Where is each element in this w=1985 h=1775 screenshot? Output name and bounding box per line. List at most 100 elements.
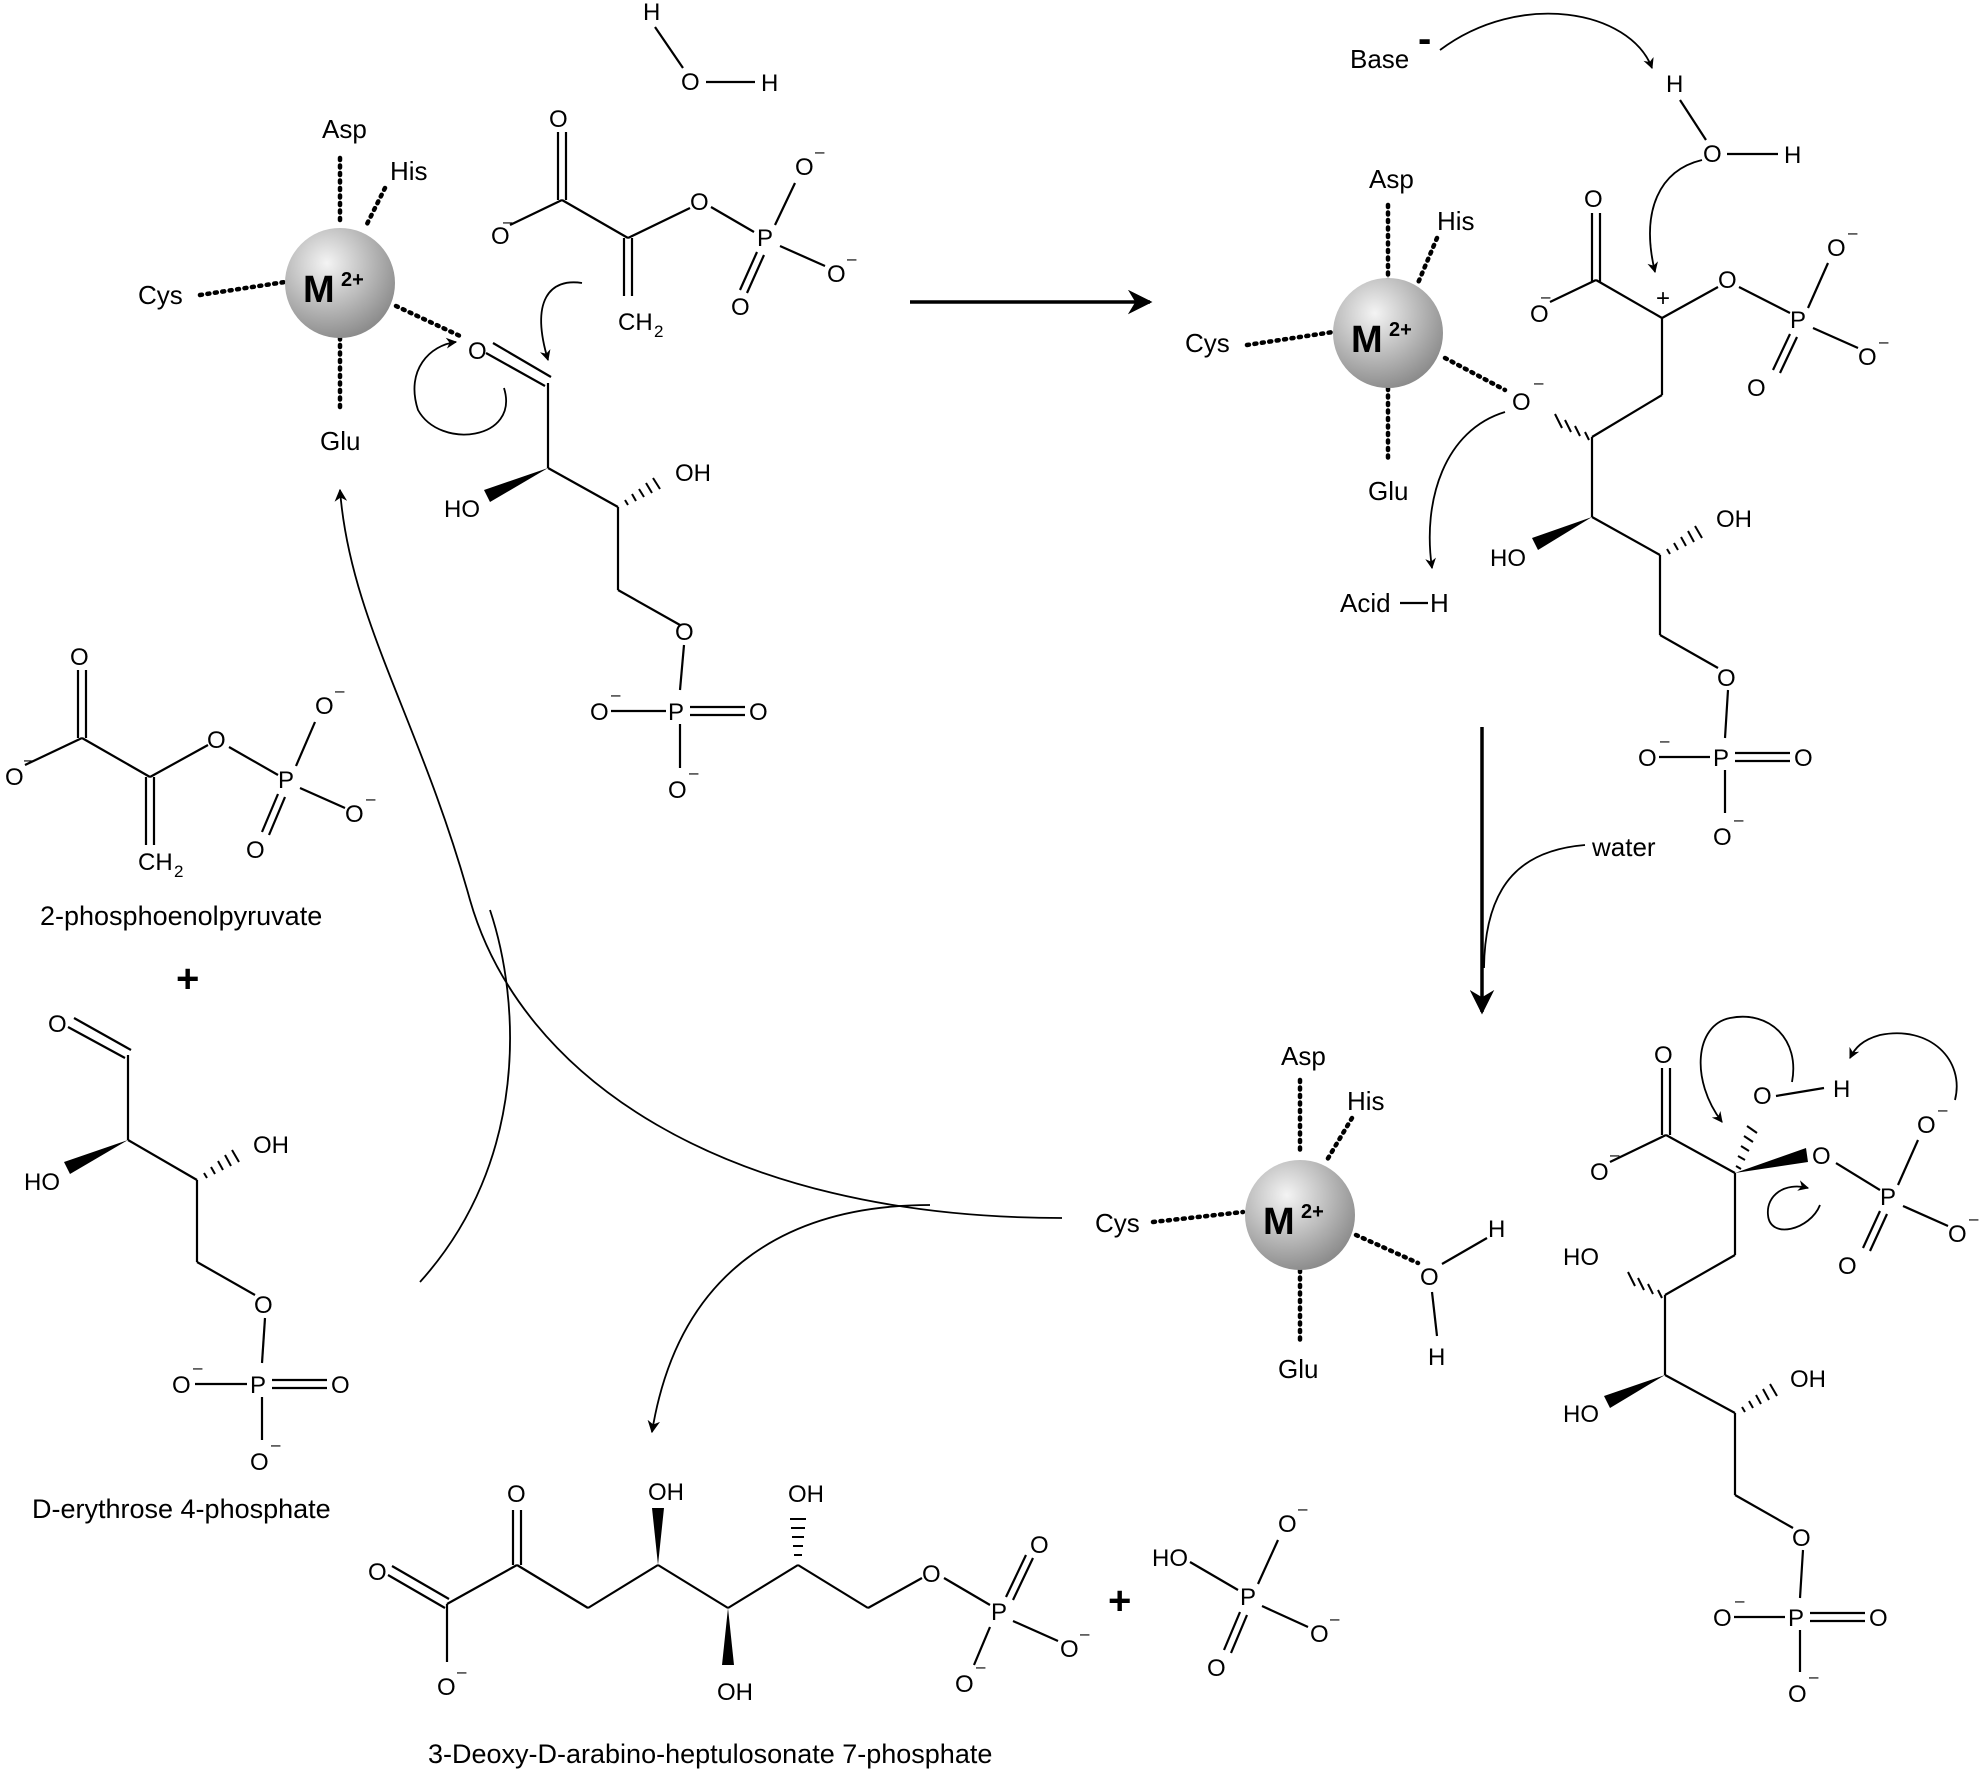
base-deprotonation-arrow: [1439, 12, 1654, 70]
product-plus: +: [1108, 1579, 1131, 1623]
complex-1: M 2+ Asp His Cys Glu: [138, 114, 463, 456]
water-molecule-1: H O H: [643, 0, 778, 97]
his-coordination: [1324, 1115, 1355, 1163]
svg-text:O: O: [681, 69, 700, 96]
svg-text:O: O: [70, 644, 89, 671]
carbonyl-arrow: [413, 337, 507, 436]
metal-carbonyl-coordination: [393, 303, 463, 339]
cys-coordination: [1150, 1209, 1246, 1225]
svg-text:–: –: [24, 750, 34, 769]
svg-text:O: O: [1788, 1681, 1807, 1708]
svg-text:–: –: [1610, 1145, 1620, 1164]
substrate-plus: +: [176, 957, 199, 1001]
water-attack-arrow: [1647, 159, 1703, 274]
svg-text:–: –: [1080, 1624, 1090, 1643]
svg-text:–: –: [689, 763, 699, 782]
svg-text:O: O: [1713, 824, 1732, 851]
svg-text:OH: OH: [648, 1479, 684, 1506]
svg-text:O: O: [590, 699, 609, 726]
svg-text:O: O: [1060, 1636, 1079, 1663]
svg-text:O: O: [1310, 1621, 1329, 1648]
svg-text:O: O: [1713, 1605, 1732, 1632]
svg-text:O: O: [1530, 301, 1549, 328]
svg-text:O: O: [690, 189, 709, 216]
svg-text:His: His: [1437, 206, 1475, 236]
svg-text:–: –: [1879, 332, 1889, 351]
svg-text:CH: CH: [618, 309, 653, 336]
proton-transfer-arrow: [1849, 1032, 1958, 1101]
svg-text:O: O: [1654, 1042, 1673, 1069]
his-coordination: [1415, 235, 1440, 286]
svg-text:His: His: [1347, 1086, 1385, 1116]
svg-text:O: O: [315, 693, 334, 720]
svg-text:H: H: [1666, 71, 1683, 98]
svg-text:M: M: [1351, 319, 1383, 361]
svg-text:–: –: [847, 249, 857, 268]
svg-text:O: O: [345, 801, 364, 828]
svg-text:O: O: [1030, 1532, 1049, 1559]
dahp-product: O O – O OH OH OH O P O O –: [368, 1479, 1090, 1706]
svg-text:+: +: [1656, 285, 1670, 312]
protonation-arrow: [1425, 411, 1506, 570]
e4p-bound: O HO OH O P O – O O –: [444, 338, 768, 804]
svg-text:O: O: [1812, 1143, 1831, 1170]
svg-text:–: –: [815, 142, 825, 161]
svg-text:O: O: [675, 619, 694, 646]
svg-text:O: O: [549, 106, 568, 133]
cys-coordination: [197, 279, 288, 298]
svg-text:O: O: [1207, 1655, 1226, 1682]
svg-text:O: O: [437, 1674, 456, 1701]
e4p-free: O HO OH O P O – O O –: [24, 1011, 350, 1476]
svg-text:P: P: [1713, 745, 1729, 772]
metal-charge: 2+: [341, 269, 364, 291]
svg-text:–: –: [976, 1657, 986, 1676]
his-coordination: [362, 185, 388, 231]
svg-text:Asp: Asp: [1369, 164, 1414, 194]
svg-text:O: O: [1512, 389, 1531, 416]
svg-text:O: O: [1948, 1221, 1967, 1248]
svg-text:H: H: [761, 70, 778, 97]
svg-text:–: –: [271, 1435, 281, 1454]
hydroxyl-arrow: [1699, 1015, 1795, 1123]
curly-arrows-step1: [413, 281, 583, 436]
svg-text:OH: OH: [253, 1132, 289, 1159]
svg-text:O: O: [1717, 665, 1736, 692]
svg-text:O: O: [827, 261, 846, 288]
svg-text:O: O: [1590, 1159, 1609, 1186]
svg-text:H: H: [1488, 1216, 1505, 1243]
svg-text:2+: 2+: [1389, 319, 1412, 341]
svg-text:H: H: [1833, 1076, 1850, 1103]
svg-text:O: O: [1794, 745, 1813, 772]
enol-attack-arrow: [540, 281, 583, 362]
svg-text:O: O: [254, 1292, 273, 1319]
svg-text:H: H: [1784, 142, 1801, 169]
svg-text:–: –: [335, 681, 345, 700]
svg-text:-: -: [1418, 17, 1431, 61]
svg-text:P: P: [757, 225, 773, 252]
svg-text:Acid: Acid: [1340, 588, 1391, 618]
svg-text:O: O: [749, 699, 768, 726]
hemiketal-intermediate: O O – O H O P O – O – O HO: [1563, 1015, 1979, 1708]
svg-text:M: M: [1263, 1201, 1295, 1243]
svg-text:O: O: [668, 777, 687, 804]
svg-text:2: 2: [174, 862, 183, 881]
svg-text:–: –: [503, 212, 513, 231]
substrate-entry-curve: [419, 909, 511, 1283]
svg-text:O: O: [1753, 1083, 1772, 1110]
svg-text:H: H: [1430, 588, 1449, 618]
svg-text:O: O: [1858, 344, 1877, 371]
svg-text:–: –: [1938, 1100, 1948, 1119]
intermediate-2: O O – + O P O – O – O O – HO: [1425, 186, 1889, 851]
ligand-glu: Glu: [320, 426, 360, 456]
svg-text:HO: HO: [1563, 1244, 1599, 1271]
metal-water-coordination: [1353, 1232, 1421, 1266]
svg-text:OH: OH: [717, 1679, 753, 1706]
svg-text:–: –: [1735, 1591, 1745, 1610]
svg-text:–: –: [193, 1358, 203, 1377]
pep-free: O O – O P O – O – O CH 2: [5, 644, 376, 881]
svg-text:P: P: [991, 1599, 1007, 1626]
water-molecule-2: H O H: [1647, 71, 1801, 274]
complex-3: M 2+ Asp His Cys Glu O H H: [1095, 1041, 1505, 1384]
